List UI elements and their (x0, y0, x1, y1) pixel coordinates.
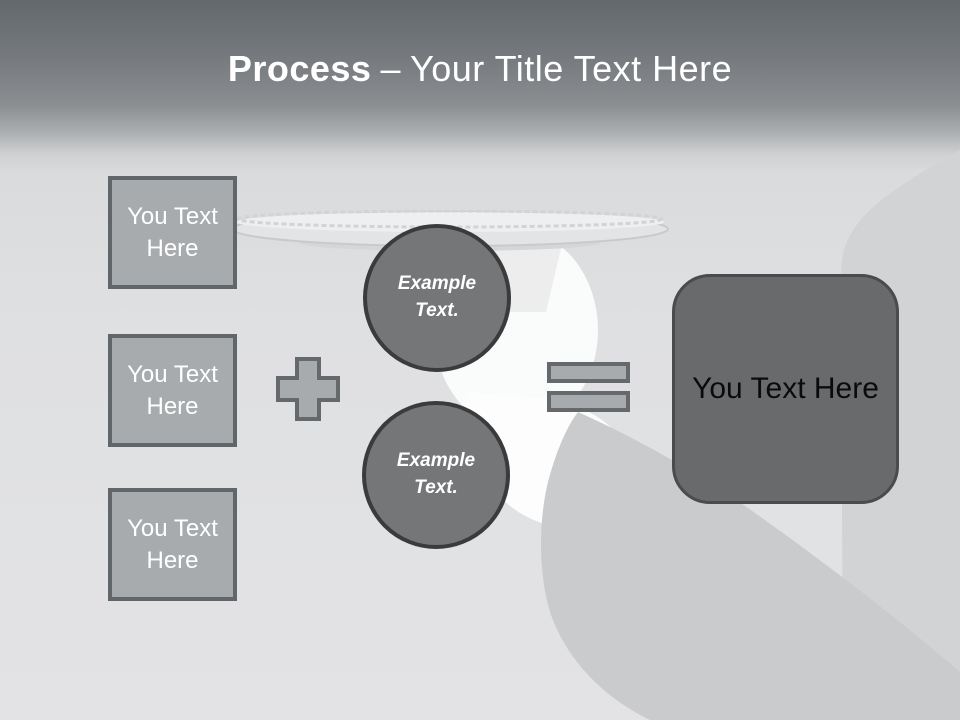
equals-bar-top (547, 362, 630, 383)
title-rest: Your Title Text Here (409, 48, 733, 89)
title-separator: – (380, 48, 401, 89)
result-box-label: You Text Here (692, 372, 879, 405)
input-box-3-label: You Text Here (127, 515, 218, 574)
input-box-1: You Text Here (108, 176, 237, 289)
equals-bar-bottom (547, 391, 630, 412)
sleeve-image (541, 412, 960, 720)
plus-icon (276, 357, 340, 421)
title-emphasis: Process (227, 48, 372, 89)
input-box-1-label: You Text Here (127, 203, 218, 262)
example-circle-1: Example Text. (363, 224, 511, 372)
input-box-2-label: You Text Here (127, 361, 218, 420)
result-box: You Text Here (672, 274, 899, 504)
equals-icon (547, 362, 630, 420)
example-circle-1-label: Example Text. (397, 273, 477, 321)
example-circle-2-label: Example Text. (396, 450, 476, 498)
example-circle-2: Example Text. (362, 401, 510, 549)
input-box-2: You Text Here (108, 334, 237, 447)
input-box-3: You Text Here (108, 488, 237, 601)
page-title: Process–Your Title Text Here (0, 48, 960, 90)
